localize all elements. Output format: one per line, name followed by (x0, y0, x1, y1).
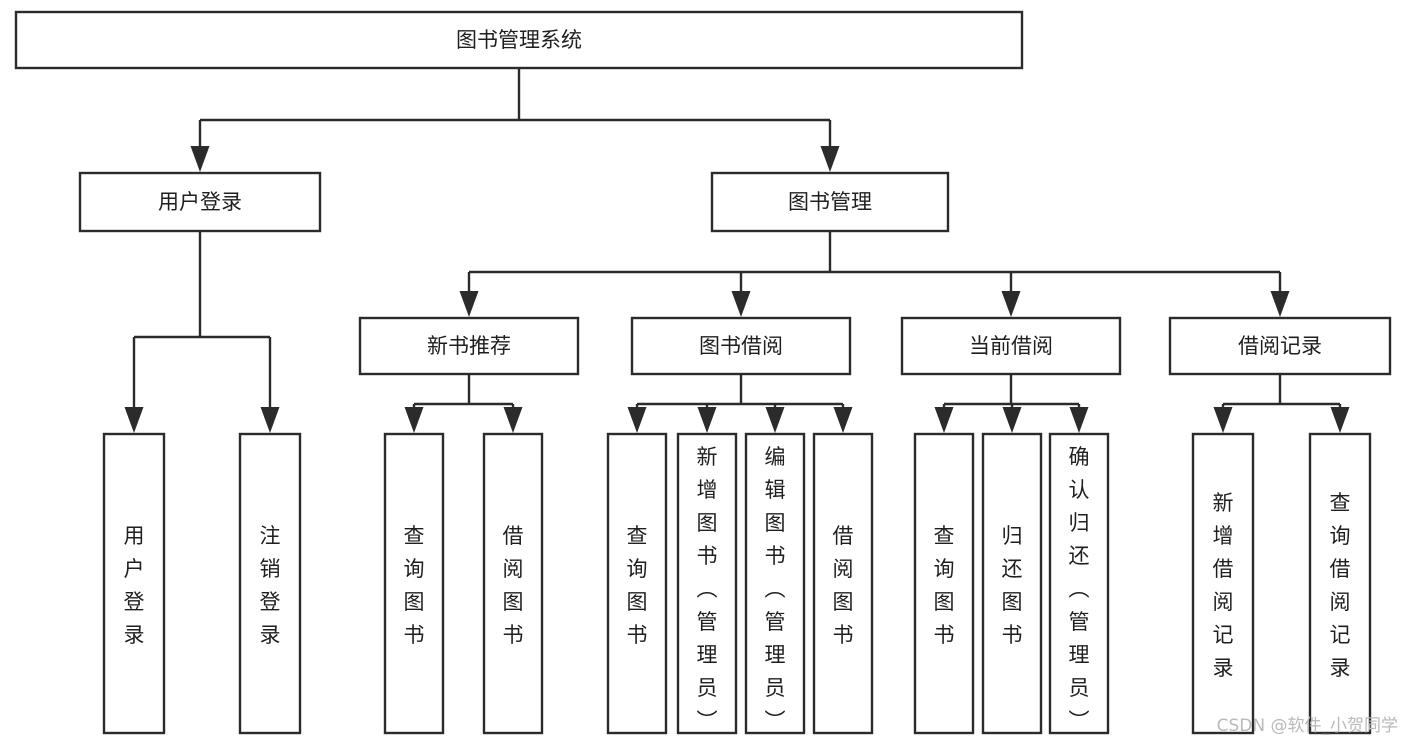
node-box (710, 171, 950, 233)
node-box (676, 432, 738, 735)
node-leaf-user-login[interactable]: 用户登录 (102, 432, 166, 735)
node-leaf-query-book-2[interactable]: 查询图书 (606, 432, 668, 735)
arrow-head-icon (820, 146, 840, 172)
arrow-head-icon (459, 291, 479, 317)
node-label: 用户登录 (124, 524, 145, 647)
arrow-head-icon (124, 407, 144, 433)
node-label: 借阅图书 (833, 524, 854, 647)
arrow-head-icon (627, 407, 647, 433)
node-box (102, 432, 166, 735)
connector-root (190, 68, 840, 172)
arrow-head-icon (731, 291, 751, 317)
node-box (482, 432, 544, 735)
node-current-borrow[interactable]: 当前借阅 (900, 316, 1122, 376)
node-box (1168, 316, 1392, 376)
arrow-head-icon (765, 407, 785, 433)
node-box (14, 10, 1024, 70)
node-leaf-add-record[interactable]: 新增借阅记录 (1191, 432, 1255, 735)
node-label: 用户登录 (158, 190, 242, 214)
arrow-head-icon (934, 407, 954, 433)
node-label: 新增图书︵管理员︶ (697, 445, 718, 733)
node-label: 新增借阅记录 (1213, 491, 1234, 680)
node-book-manage[interactable]: 图书管理 (710, 171, 950, 233)
node-leaf-return-book[interactable]: 归还图书 (981, 432, 1043, 735)
node-leaf-query-record[interactable]: 查询借阅记录 (1308, 432, 1372, 735)
arrow-head-icon (1330, 407, 1350, 433)
node-user-login[interactable]: 用户登录 (78, 171, 322, 233)
node-label: 图书管理 (788, 190, 872, 214)
arrow-head-icon (1270, 291, 1290, 317)
connector-new-book-rec (404, 374, 523, 433)
node-box (383, 432, 445, 735)
node-label: 借阅图书 (503, 524, 524, 647)
node-box (1191, 432, 1255, 735)
node-label: 当前借阅 (969, 334, 1053, 358)
node-leaf-query-book-3[interactable]: 查询图书 (913, 432, 975, 735)
arrow-head-icon (1069, 407, 1089, 433)
node-label: 归还图书 (1002, 524, 1023, 647)
node-box (630, 316, 852, 376)
arrow-head-icon (190, 146, 210, 172)
node-box (744, 432, 806, 735)
connector-book-manage (459, 231, 1290, 317)
node-leaf-query-book-1[interactable]: 查询图书 (383, 432, 445, 735)
node-box (981, 432, 1043, 735)
arrow-head-icon (503, 407, 523, 433)
node-label: 查询图书 (627, 524, 648, 647)
connector-user-login (124, 231, 280, 433)
node-label: 注销登录 (260, 524, 281, 647)
node-label: 确认归还︵管理员︶ (1069, 445, 1090, 733)
csdn-watermark: CSDN @软件_小贺同学 (1217, 716, 1398, 736)
node-label: 编辑图书︵管理员︶ (765, 445, 786, 733)
arrow-head-icon (260, 407, 280, 433)
node-leaf-edit-book[interactable]: 编辑图书︵管理员︶ (744, 432, 806, 735)
node-label: 查询图书 (404, 524, 425, 647)
node-box (238, 432, 302, 735)
arrow-head-icon (404, 407, 424, 433)
connector-layer (124, 68, 1350, 433)
node-leaf-borrow-book-2[interactable]: 借阅图书 (812, 432, 874, 735)
node-root[interactable]: 图书管理系统 (14, 10, 1024, 70)
node-box (606, 432, 668, 735)
arrow-head-icon (697, 407, 717, 433)
arrow-head-icon (1002, 407, 1022, 433)
node-leaf-confirm-return[interactable]: 确认归还︵管理员︶ (1048, 432, 1110, 735)
node-book-borrow[interactable]: 图书借阅 (630, 316, 852, 376)
node-label: 新书推荐 (427, 334, 511, 358)
node-leaf-add-book[interactable]: 新增图书︵管理员︶ (676, 432, 738, 735)
node-label: 查询图书 (934, 524, 955, 647)
connector-book-borrow (627, 374, 853, 433)
connector-borrow-record (1213, 374, 1350, 433)
arrow-head-icon (1213, 407, 1233, 433)
node-box (900, 316, 1122, 376)
node-layer: 图书管理系统用户登录图书管理新书推荐图书借阅当前借阅借阅记录用户登录注销登录查询… (14, 10, 1392, 735)
node-box (78, 171, 322, 233)
node-label: 查询借阅记录 (1330, 491, 1351, 680)
connector-current-borrow (934, 374, 1089, 433)
arrow-head-icon (1001, 291, 1021, 317)
node-borrow-record[interactable]: 借阅记录 (1168, 316, 1392, 376)
node-label: 借阅记录 (1238, 334, 1322, 358)
node-new-book-rec[interactable]: 新书推荐 (358, 316, 580, 376)
node-label: 图书管理系统 (456, 28, 582, 52)
node-box (1048, 432, 1110, 735)
node-box (913, 432, 975, 735)
node-box (1308, 432, 1372, 735)
node-leaf-borrow-book-1[interactable]: 借阅图书 (482, 432, 544, 735)
node-label: 图书借阅 (699, 334, 783, 358)
node-leaf-logout[interactable]: 注销登录 (238, 432, 302, 735)
node-box (812, 432, 874, 735)
arrow-head-icon (833, 407, 853, 433)
node-box (358, 316, 580, 376)
